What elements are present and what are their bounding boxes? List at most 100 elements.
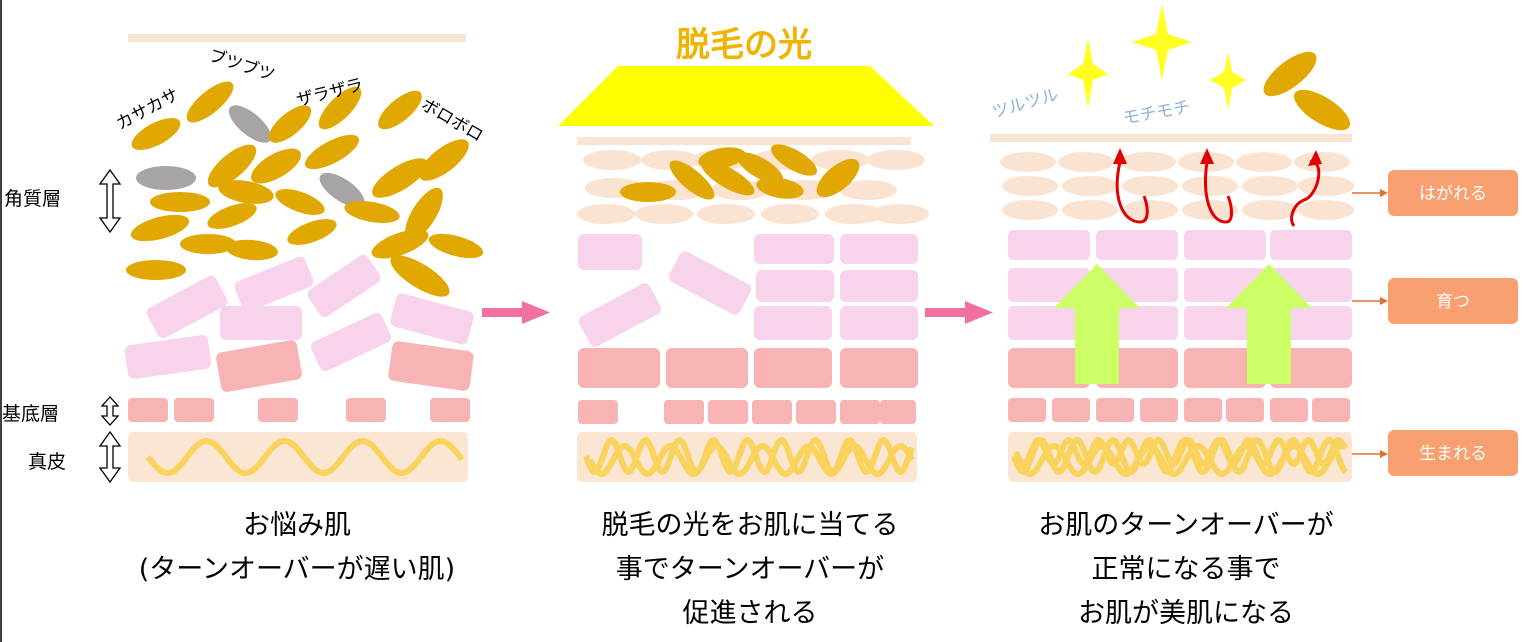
dermis-fiber: [1011, 436, 1349, 478]
spinous-cell: [310, 312, 392, 372]
flat-cell: [577, 204, 635, 224]
stratum-corneum-flakes: [620, 144, 860, 202]
shedding-flake: [1263, 51, 1317, 97]
flat-cell: [1062, 176, 1118, 196]
panel-light-treatment: 脱毛の光 脱毛の光をお肌に当てる 事でターンオーバーが 促進される: [558, 25, 934, 629]
basal-cell: [664, 400, 704, 424]
basal-cell: [128, 398, 168, 422]
corneum-flake: [251, 148, 301, 184]
deep-cell: [1184, 348, 1266, 388]
skin-surface-line: [577, 137, 911, 145]
spinous-cell: [578, 234, 642, 270]
growth-arrow-icon: [1054, 264, 1140, 384]
corneum-flake: [126, 260, 186, 280]
texture-label-butsubutsu: ブツブツ: [206, 45, 277, 86]
caption-line: 促進される: [683, 598, 818, 629]
flat-cell: [1002, 200, 1058, 220]
result-badge: [1388, 170, 1518, 216]
double-arrow-icon: [98, 168, 122, 234]
basal-cell: [796, 400, 836, 424]
spinous-cells: [578, 234, 918, 388]
corneum-flake: [207, 203, 257, 229]
deep-cell: [1008, 348, 1090, 388]
basal-cell: [1312, 398, 1350, 422]
caption-line: 正常になる事で: [1092, 554, 1281, 585]
sparkle-icon: [1132, 4, 1192, 80]
basal-cell: [578, 400, 618, 424]
stratum-corneum-flakes: [126, 81, 484, 297]
deep-cell: [578, 348, 660, 388]
spinous-cell: [1184, 306, 1266, 340]
flat-cell: [635, 204, 693, 224]
flat-cell: [697, 204, 755, 224]
spinous-cell: [124, 335, 212, 379]
caption-line: 事でターンオーバーが: [616, 554, 884, 585]
flat-cell: [1236, 152, 1292, 172]
basal-cell: [1184, 398, 1222, 422]
flat-cell: [871, 204, 929, 224]
basal-cell: [258, 398, 298, 422]
basal-cell: [708, 400, 748, 424]
basal-cell: [346, 398, 386, 422]
spinous-cell: [1096, 230, 1178, 260]
spinous-cell: [756, 270, 834, 302]
corneum-flake: [305, 134, 359, 170]
basal-cells: [578, 400, 916, 424]
corneum-flake: [378, 90, 422, 130]
corneum-flake: [275, 189, 325, 215]
spinous-cell: [840, 234, 918, 264]
deep-cell: [840, 348, 918, 388]
caption-line: お肌のターンオーバーが: [1038, 510, 1333, 541]
caption-line: お肌が美肌になる: [1078, 598, 1294, 629]
texture-label-mochimochi: モチモチ: [1121, 97, 1191, 129]
spinous-cell: [1008, 230, 1090, 260]
corneum-flake: [268, 105, 312, 143]
flat-cell: [867, 150, 925, 170]
result-label-grow: 育つ: [1436, 292, 1470, 312]
basal-cell: [1096, 398, 1134, 422]
flat-cell: [1298, 176, 1354, 196]
corneum-flake: [226, 239, 278, 261]
texture-label-boroboro: ボロボロ: [418, 95, 487, 146]
caption-line: (ターンオーバーが遅い肌): [139, 554, 455, 585]
corneum-flake: [130, 214, 190, 242]
result-label-born: 生まれる: [1419, 444, 1487, 464]
flat-cell: [1058, 152, 1114, 172]
result-badge: [1388, 430, 1518, 476]
flat-cell: [1242, 176, 1298, 196]
shedding-curl-icon: [1113, 148, 1149, 224]
corneum-flake: [150, 192, 210, 212]
spinous-cell: [146, 275, 228, 339]
texture-label-tsurutsuru: ツルツル: [990, 85, 1061, 123]
corneum-flake: [180, 234, 236, 254]
double-arrow-icon: [98, 430, 122, 484]
spinous-cells: [1008, 230, 1352, 388]
corneum-flake: [371, 229, 429, 259]
flat-cell: [1000, 152, 1056, 172]
double-arrow-icon: [100, 396, 120, 426]
basal-cell: [840, 400, 880, 424]
shedding-flake: [1294, 89, 1350, 131]
flat-surface-cells: [1000, 152, 1354, 220]
skin-surface-line: [990, 134, 1352, 142]
corneum-flake: [207, 144, 257, 188]
light-beam: [558, 66, 934, 126]
layer-label-dermis: 真皮: [28, 451, 66, 473]
flat-cell: [1122, 176, 1178, 196]
flat-cell: [1120, 152, 1176, 172]
deep-cell: [666, 348, 748, 388]
basal-cell: [880, 400, 916, 424]
basal-cell: [430, 398, 470, 422]
spinous-cell: [1270, 230, 1352, 260]
basal-cell: [1008, 398, 1046, 422]
result-pointer-icon: [1352, 297, 1388, 305]
flow-arrow-icon: [925, 301, 993, 324]
shedding-curl-icon: [1200, 148, 1233, 224]
flat-cell: [1182, 176, 1238, 196]
spinous-cell: [754, 234, 834, 264]
basal-cell: [752, 400, 792, 424]
gray-flake: [228, 105, 272, 143]
spinous-cell: [390, 293, 474, 345]
gray-flake: [136, 166, 196, 190]
skin-surface-line: [128, 34, 466, 42]
